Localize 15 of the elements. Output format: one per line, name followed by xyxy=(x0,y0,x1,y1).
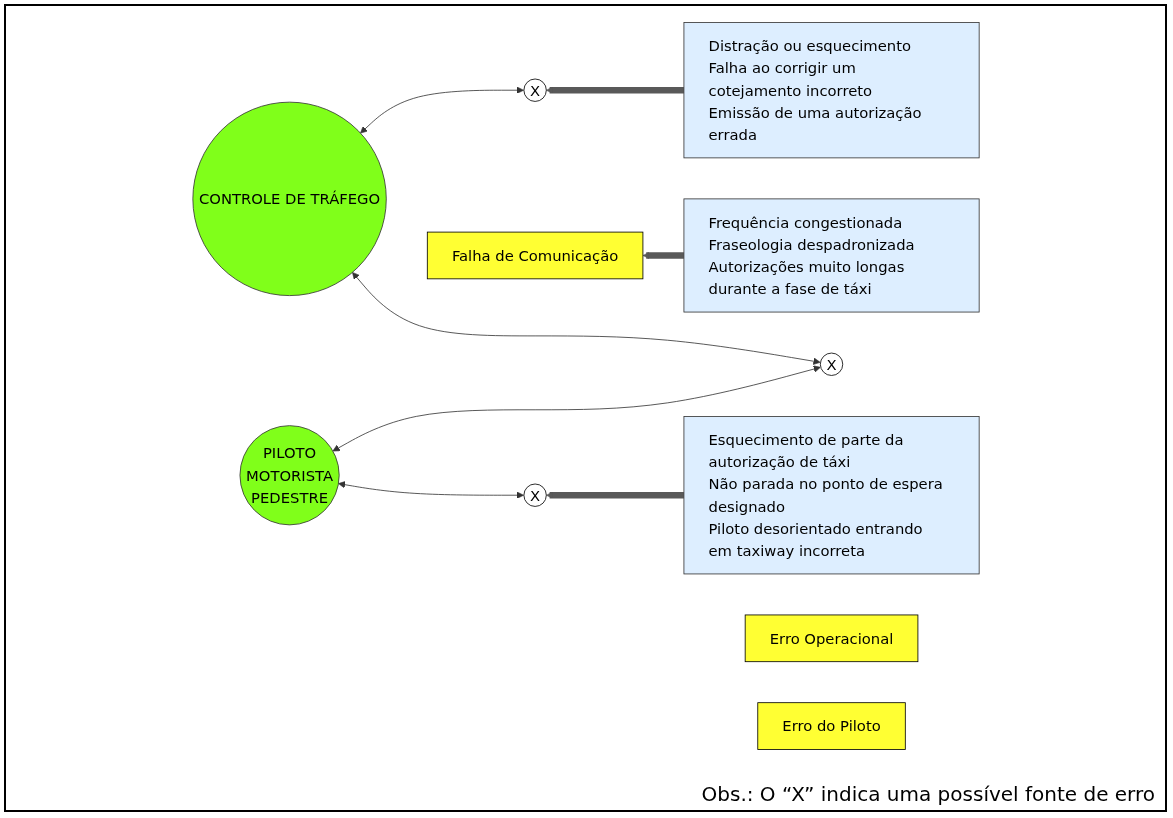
node-box: Esquecimento de parte da autorização de táxi Não parada no ponto de espera designado Piloto desorientado entrando em taxiway incorreta xyxy=(683,416,980,575)
node-box: Erro do Piloto xyxy=(757,702,906,750)
arrow xyxy=(546,491,684,499)
node-circle: X xyxy=(523,78,547,102)
node-circle: X xyxy=(523,483,547,507)
node-box: Falha de Comunicação xyxy=(426,231,644,280)
note-text: Obs.: O “X” indica uma possível fonte de erro xyxy=(701,782,1155,806)
node-box: Distração ou esquecimento Falha ao corrigir um cotejamento incorreto Emissão de uma autorização errada xyxy=(683,22,980,159)
arrow xyxy=(642,251,684,260)
node-circle: PILOTO MOTORISTA PEDESTRE xyxy=(239,425,340,526)
node-box: Erro Operacional xyxy=(744,614,919,663)
node-box: Frequência congestionada Fraseologia despadronizada Autorizações muito longas durante a fase de táxi xyxy=(683,198,980,313)
arrow xyxy=(546,86,684,94)
node-circle: X xyxy=(819,352,844,376)
node-circle: CONTROLE DE TRÁFEGO xyxy=(192,101,387,296)
